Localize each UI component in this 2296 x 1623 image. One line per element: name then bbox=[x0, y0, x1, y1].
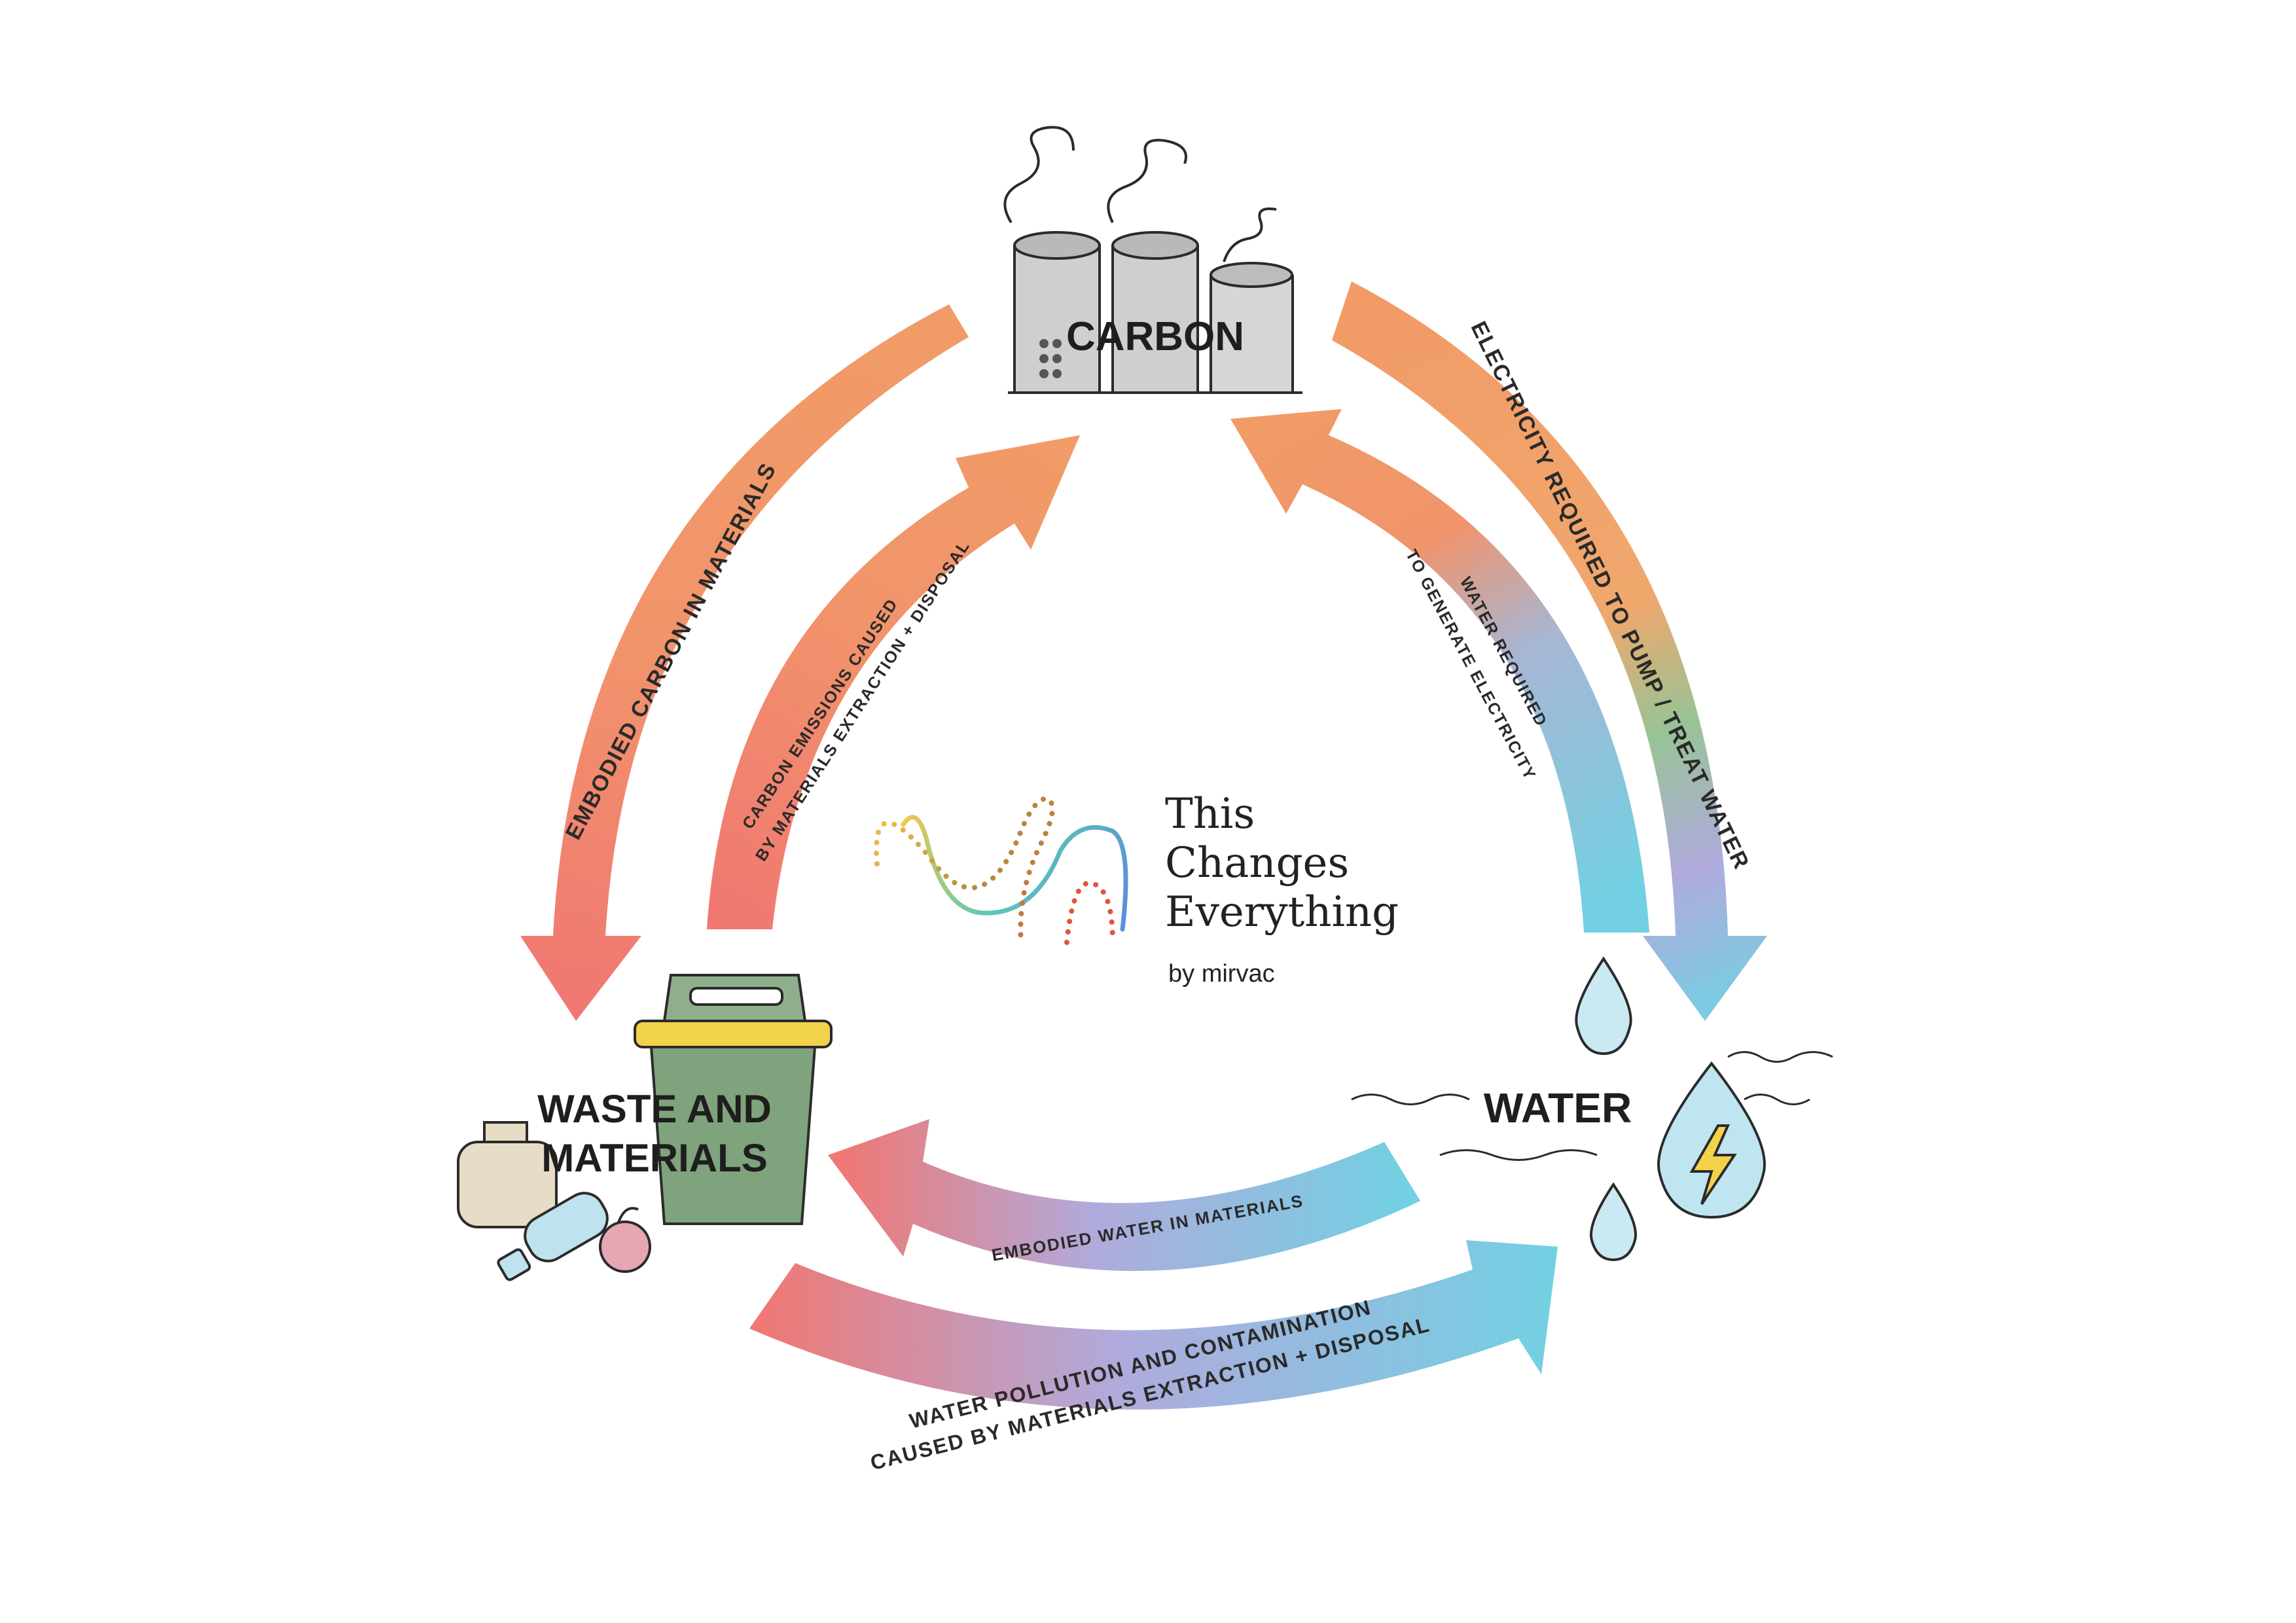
waste-node: WASTE AND MATERIALS bbox=[457, 974, 833, 1281]
waste-label-line2: MATERIALS bbox=[541, 1136, 768, 1180]
lightning-drop-icon bbox=[1657, 1061, 1766, 1219]
arrow-embodied-water bbox=[828, 1119, 1420, 1272]
arrow-carbon-emissions bbox=[707, 435, 1080, 929]
wave-lines-icon bbox=[1351, 1051, 1833, 1161]
logo-mark-icon bbox=[874, 795, 1128, 945]
waste-label-line1: WASTE AND bbox=[537, 1087, 772, 1131]
brand-logo: This Changes Everything by mirvac bbox=[874, 790, 1399, 988]
factory-icon bbox=[1003, 126, 1302, 394]
carbon-node: CARBON bbox=[1003, 126, 1302, 394]
brand-line-2: Changes bbox=[1165, 839, 1349, 887]
arrow-water-required bbox=[1230, 409, 1649, 933]
water-label: WATER bbox=[1484, 1084, 1632, 1132]
bottle-icon bbox=[497, 1192, 609, 1281]
brand-line-3: Everything bbox=[1165, 888, 1399, 936]
apple-core-icon bbox=[599, 1207, 651, 1273]
waste-bin-icon bbox=[634, 974, 833, 1225]
brand-line-1: This bbox=[1165, 790, 1255, 838]
factory-indicator-dots bbox=[1039, 339, 1062, 378]
arrow-water-pollution bbox=[749, 1240, 1558, 1410]
brand-byline: by mirvac bbox=[1168, 960, 1275, 988]
arrow-electricity bbox=[1332, 281, 1767, 1021]
water-node: WATER bbox=[1351, 956, 1833, 1262]
arrow-embodied-carbon bbox=[520, 304, 969, 1021]
carbon-label: CARBON bbox=[1066, 314, 1244, 359]
jar-icon bbox=[457, 1121, 558, 1228]
water-drop-icon bbox=[1575, 956, 1637, 1262]
